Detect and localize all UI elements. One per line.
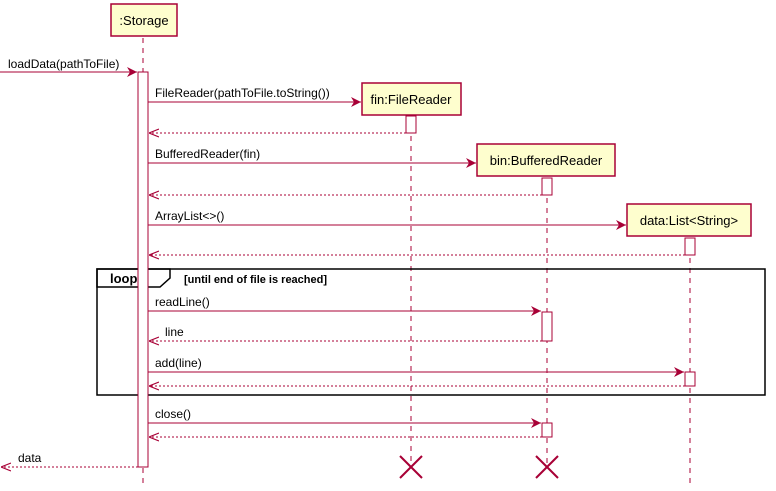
message-create-data: ArrayList<>() [148, 209, 626, 230]
message-create-data-label: ArrayList<>() [155, 209, 224, 223]
participant-bin-label: bin:BufferedReader [490, 153, 603, 168]
message-create-fin-label: FileReader(pathToFile.toString()) [155, 86, 330, 100]
loop-keyword: loop [110, 271, 137, 286]
participant-fin: fin:FileReader [361, 82, 462, 116]
message-return-data-out: data [1, 451, 138, 467]
destroy-fin-marker [399, 455, 423, 479]
activation-storage [137, 71, 149, 468]
participant-fin-label: fin:FileReader [371, 92, 453, 107]
activation-fin [405, 115, 417, 134]
activation-data-add [684, 371, 696, 387]
message-return-line: line [149, 325, 542, 341]
activation-data-create [684, 237, 696, 256]
message-add-label: add(line) [155, 356, 202, 370]
message-readline-label: readLine() [155, 295, 210, 309]
message-close: close() [148, 407, 541, 428]
activation-bin-close [541, 422, 553, 438]
loop-guard: [until end of file is reached] [184, 274, 327, 286]
message-add: add(line) [148, 356, 684, 377]
message-loaddata-label: loadData(pathToFile) [8, 57, 119, 71]
activation-bin-create [541, 177, 553, 196]
loop-frame-tab [96, 268, 171, 288]
message-create-bin: BufferedReader(fin) [148, 147, 476, 168]
message-return-line-label: line [165, 325, 184, 339]
loop-frame: loop [until end of file is reached] [96, 268, 766, 396]
message-create-fin: FileReader(pathToFile.toString()) [148, 86, 361, 107]
participant-data-label: data:List<String> [640, 213, 738, 228]
message-loaddata: loadData(pathToFile) [0, 57, 137, 77]
activation-bin-readline [541, 311, 553, 342]
participant-bin: bin:BufferedReader [476, 143, 616, 177]
destroy-bin-marker [535, 455, 559, 479]
message-return-data-out-label: data [18, 451, 42, 465]
message-readline: readLine() [148, 295, 541, 316]
loop-frame-box [96, 268, 766, 396]
message-create-bin-label: BufferedReader(fin) [155, 147, 260, 161]
participant-data: data:List<String> [626, 203, 752, 237]
message-close-label: close() [155, 407, 191, 421]
participant-storage-label: :Storage [119, 13, 168, 28]
participant-storage: :Storage [110, 3, 178, 37]
